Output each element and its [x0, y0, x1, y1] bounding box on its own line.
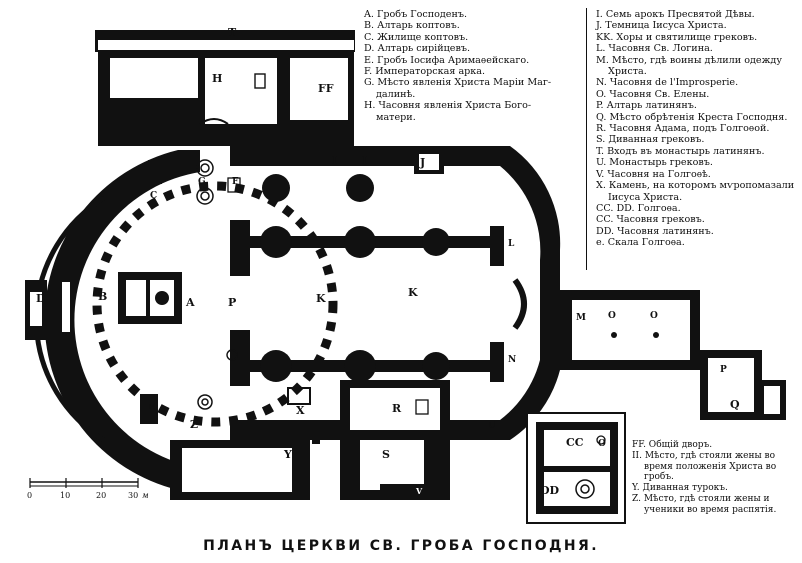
- label-J: J: [419, 156, 425, 169]
- rotunda: [25, 150, 338, 490]
- golgotha-inset: [526, 412, 626, 524]
- legend-entry: CC. DD. Голгоѳа.: [596, 202, 681, 214]
- legend-entry: CC. Часовня грековъ.: [596, 214, 705, 226]
- legend-entry: X. Камень, на которомъ мѵропомазали: [596, 180, 795, 192]
- legend-entry: C. Жилище коптовъ.: [364, 31, 469, 43]
- legend-entry: B. Алтарь коптовъ.: [364, 20, 460, 32]
- label-E: E: [148, 403, 155, 413]
- legend-entry: M. Мѣсто, гдѣ воины дѣлили одежду: [596, 54, 782, 66]
- label-O-1: O: [608, 311, 616, 321]
- label-K-1: K: [316, 292, 326, 305]
- legend-entry: II. Мѣсто, гдѣ стояли жены во: [632, 450, 775, 461]
- scale-tick-30: 30: [128, 491, 138, 500]
- label-K-2: K: [408, 286, 418, 299]
- legend-entry: DD. Часовня латинянъ.: [596, 225, 714, 237]
- label-N: N: [508, 355, 516, 365]
- legend-entry: I. Семь арокъ Пресвятой Дѣвы.: [596, 9, 755, 20]
- legend-entry: матери.: [376, 111, 416, 123]
- label-B: B: [98, 290, 107, 303]
- label-FF: FF: [318, 82, 334, 95]
- label-P-2: P: [720, 365, 727, 375]
- legend-entry: T. Входъ въ монастырь латинянъ.: [596, 145, 765, 157]
- label-X: X: [296, 404, 305, 417]
- label-Q: Q: [730, 398, 740, 411]
- legend-entry: N. Часовня de l'Improsperie.: [596, 77, 739, 89]
- label-P: P: [228, 296, 236, 309]
- label-R: R: [392, 402, 402, 415]
- legend-entry: G. Мѣсто явленія Христа Маріи Маг-: [364, 77, 552, 89]
- label-A: A: [185, 296, 195, 309]
- legend-entry: гробъ.: [644, 472, 674, 483]
- scale-tick-0: 0: [27, 491, 32, 500]
- label-DD: DD: [540, 484, 560, 497]
- legend-entry: D. Алтарь сирійцевъ.: [364, 43, 471, 55]
- plan-labels: T H FF G I I J D B A P K K L N O O M P Q…: [36, 26, 740, 497]
- legend-side: I. Семь арокъ Пресвятой Дѣвы.J. Темница …: [596, 9, 794, 249]
- legend-main: A. Гробъ Господенъ.B. Алтарь коптовъ.C. …: [364, 9, 551, 123]
- legend-entry: FF. Общій дворъ.: [632, 440, 713, 450]
- label-S: S: [382, 448, 390, 461]
- label-F: F: [232, 177, 239, 187]
- label-O-3: O: [598, 439, 606, 449]
- legend-entry: время положенія Христа во: [644, 461, 777, 472]
- legend-entry: S. Диванная грековъ.: [596, 134, 705, 146]
- legend-entry: Q. Мѣсто обрѣтенія Креста Господня.: [596, 111, 788, 123]
- map-title: ПЛАНЪ ЦЕРКВИ СВ. ГРОБА ГОСПОДНЯ.: [203, 538, 599, 554]
- label-H: H: [212, 72, 222, 85]
- label-Z: Z: [190, 418, 198, 431]
- legend-entry: Z. Мѣсто, гдѣ стояли жены и: [632, 493, 770, 504]
- label-D: D: [36, 292, 46, 305]
- legend-entry: H. Часовня явленія Христа Бого-: [364, 100, 532, 112]
- legend-entry: J. Темница Іисуса Христа.: [596, 20, 727, 32]
- scale-tick-10: 10: [60, 491, 70, 500]
- legend-entry: L. Часовня Св. Логина.: [596, 43, 713, 55]
- legend-entry: E. Гробъ Іосифа Аримаѳейскаго.: [364, 54, 530, 66]
- label-O-2: O: [650, 311, 658, 321]
- east-chapels: [560, 290, 786, 420]
- legend-entry: O. Часовня Св. Елены.: [596, 88, 710, 100]
- label-M: M: [576, 313, 586, 323]
- north-courtyard-block: [95, 30, 355, 146]
- legend-entry: Іисуса Христа.: [608, 191, 683, 203]
- label-V: V: [415, 486, 423, 496]
- label-U: U: [488, 421, 496, 431]
- scale-unit: м: [142, 491, 149, 500]
- legend-divider: [586, 8, 587, 270]
- scale-tick-20: 20: [96, 491, 106, 500]
- label-Y: Y: [283, 448, 292, 461]
- legend-entry: U. Монастырь грековъ.: [596, 157, 713, 169]
- label-I-2: I: [362, 154, 367, 167]
- legend-entry: KK. Хоры и святилище грековъ.: [596, 31, 758, 43]
- label-C: C: [150, 191, 157, 201]
- south-structures: [170, 380, 450, 500]
- legend-entry: A. Гробъ Господенъ.: [364, 9, 468, 20]
- katholikon: [226, 146, 561, 440]
- label-G: G: [198, 177, 206, 187]
- legend-entry: Y. Диванная турокъ.: [632, 483, 728, 494]
- legend-entry: R. Часовня Адама, подъ Голгоѳой.: [596, 123, 770, 135]
- legend-entry: V. Часовня на Голгоѳѣ.: [596, 168, 711, 180]
- legend-entry: далинѣ.: [376, 88, 416, 100]
- label-L: L: [508, 239, 515, 249]
- legend-entry: ученики во время распятія.: [644, 504, 777, 515]
- legend-entry: P. Алтарь латинянъ.: [596, 100, 697, 112]
- legend-bottom: FF. Общій дворъ.II. Мѣсто, гдѣ стояли же…: [632, 440, 776, 516]
- label-CC: CC: [566, 436, 584, 449]
- label-T: T: [228, 26, 237, 39]
- legend-entry: e. Скала Голгоѳа.: [596, 237, 685, 249]
- legend-entry: Христа.: [608, 66, 647, 78]
- label-I-1: I: [332, 154, 337, 167]
- legend-entry: F. Императорская арка.: [364, 66, 486, 78]
- scale-bar: 0 10 20 30 м: [27, 478, 149, 500]
